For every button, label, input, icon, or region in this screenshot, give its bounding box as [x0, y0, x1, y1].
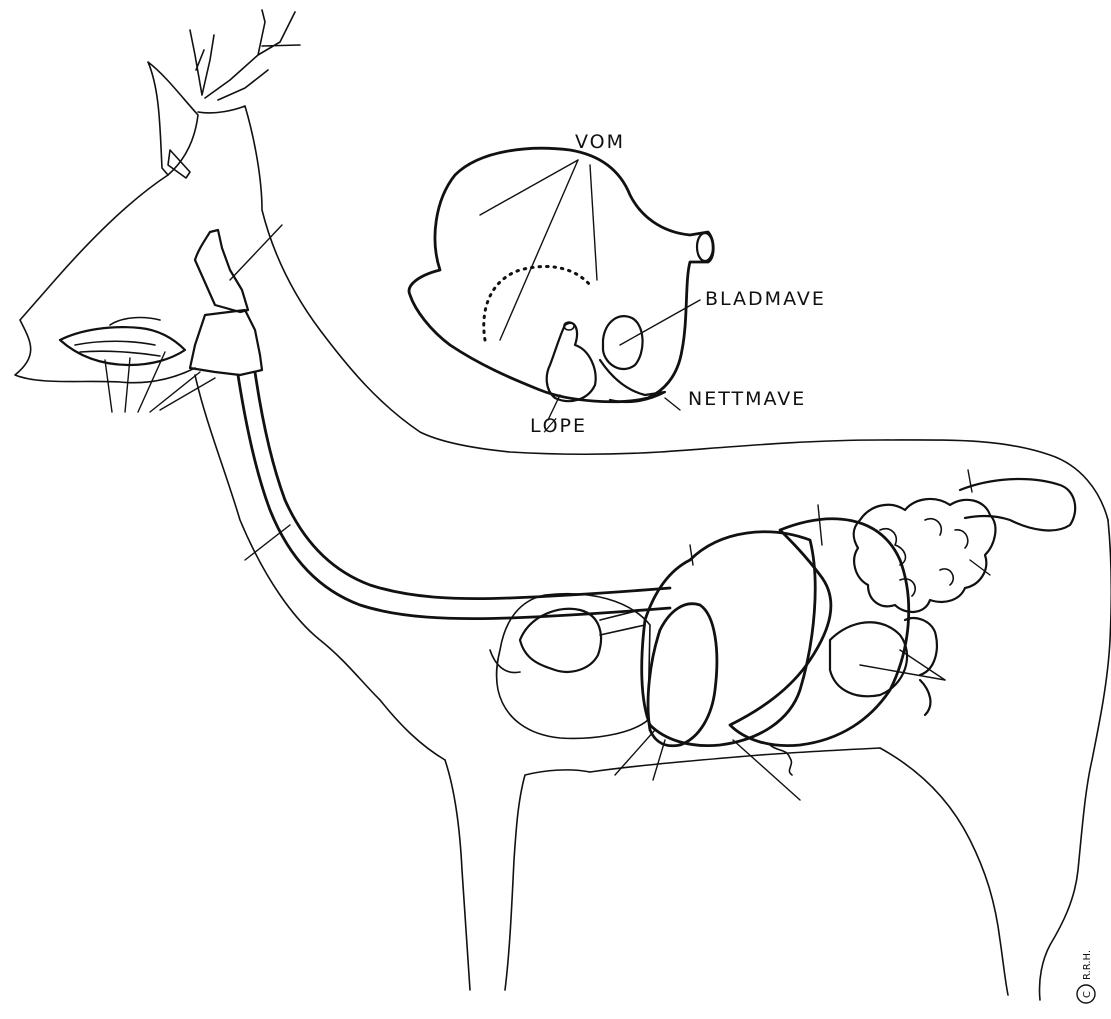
- foreleg: [445, 760, 590, 990]
- nettmave-leader: [665, 398, 680, 410]
- pharynx-stippled: [190, 310, 262, 375]
- intestine-loop: [830, 622, 907, 696]
- rumen-stippled: [642, 532, 815, 746]
- vom-leader-3: [590, 165, 597, 280]
- rumen-division-dotted: [484, 266, 590, 340]
- pharynx-upper: [195, 230, 248, 312]
- ear: [148, 62, 198, 175]
- stomach-inset: VOM BLADMAVE NETTMAVE LØPE: [409, 131, 826, 437]
- label-lope: LØPE: [530, 415, 587, 437]
- throat-chest-front: [195, 375, 445, 760]
- antler: [190, 10, 300, 100]
- deer-outline: [15, 10, 1111, 1000]
- label-bladmave: BLADMAVE: [705, 288, 826, 310]
- artist-signature: C R.R.H.: [1077, 950, 1095, 1003]
- signature-text: R.R.H.: [1082, 950, 1093, 980]
- pharynx: [190, 230, 262, 375]
- esophagus: [238, 372, 670, 619]
- copyright-symbol: C: [1082, 991, 1093, 998]
- vom-leader-2: [500, 160, 578, 340]
- rumen-inset: [409, 148, 713, 401]
- bladmave-leader: [620, 300, 700, 345]
- stomach-complex: [642, 519, 909, 746]
- label-vom: VOM: [575, 131, 625, 153]
- vom-leader-1: [480, 160, 578, 215]
- intestines: [854, 479, 1075, 715]
- colon: [960, 479, 1075, 530]
- hind-leg: [880, 640, 1110, 1000]
- label-nettmave: NETTMAVE: [688, 388, 806, 410]
- belly: [590, 748, 880, 772]
- mouth-region: [60, 318, 185, 365]
- abomasum: [730, 519, 909, 746]
- reticulum: [648, 604, 717, 746]
- esophagus-opening: [697, 233, 713, 261]
- abomasum-inset: [547, 323, 596, 401]
- tongue: [60, 327, 185, 365]
- head-neck-back: [198, 106, 1108, 520]
